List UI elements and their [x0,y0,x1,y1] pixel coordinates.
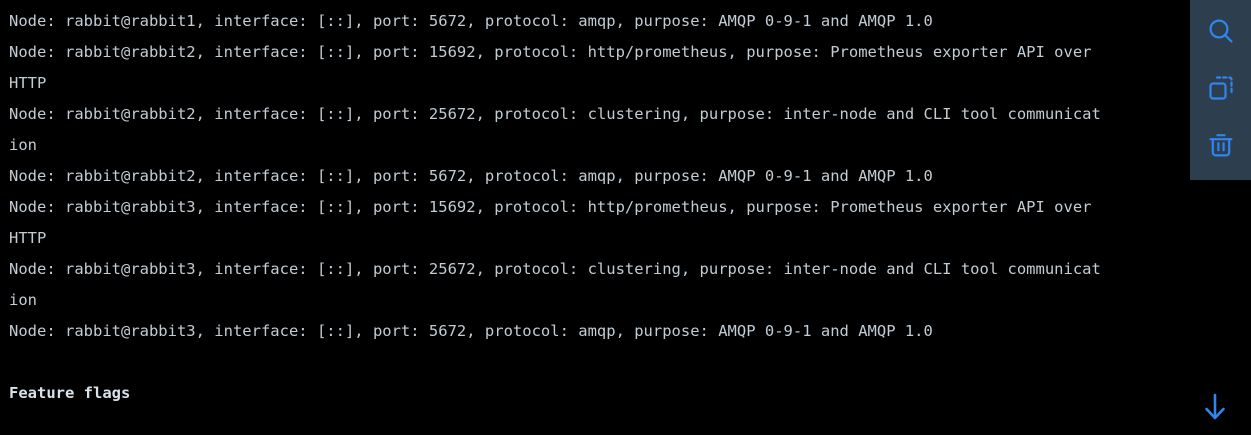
log-line: Node: rabbit@rabbit2, interface: [::], p… [9,105,1101,123]
search-button[interactable] [1198,9,1244,52]
log-line-blank [9,347,1251,378]
log-line: Node: rabbit@rabbit2, interface: [::], p… [9,167,933,185]
log-line: ion [9,291,37,309]
arrow-down-icon [1200,391,1230,427]
log-line: Node: rabbit@rabbit3, interface: [::], p… [9,198,1092,216]
log-line: HTTP [9,74,47,92]
floating-toolbar [1190,0,1251,180]
delete-button[interactable] [1198,123,1244,166]
log-line: Node: rabbit@rabbit3, interface: [::], p… [9,260,1101,278]
search-icon [1206,16,1236,46]
log-line: HTTP [9,229,47,247]
log-line: Node: rabbit@rabbit3, interface: [::], p… [9,322,933,340]
log-line: ion [9,136,37,154]
log-section-heading: Feature flags [9,384,131,402]
log-line: Node: rabbit@rabbit2, interface: [::], p… [9,43,1092,61]
trash-icon [1206,130,1236,160]
copy-button[interactable] [1198,66,1244,109]
log-line: Node: rabbit@rabbit1, interface: [::], p… [9,12,933,30]
copy-icon [1206,73,1236,103]
terminal-log-output: Node: rabbit@rabbit1, interface: [::], p… [9,12,1251,402]
scroll-to-bottom-button[interactable] [1193,389,1237,429]
